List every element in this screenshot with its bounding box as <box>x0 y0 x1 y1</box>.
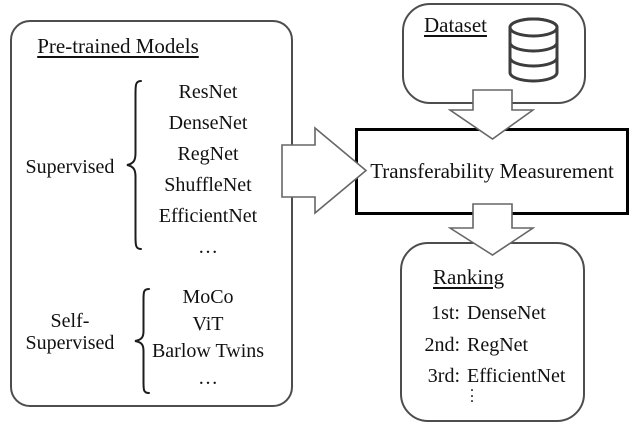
ranking-list: 1st: DenseNet 2nd: RegNet 3rd: Efficient… <box>408 298 580 393</box>
supervised-brace <box>126 80 142 250</box>
ranking-title: Ranking <box>433 265 505 289</box>
pretrained-models-box <box>10 20 293 407</box>
model-item: ResNet <box>178 81 238 103</box>
model-item: DenseNet <box>168 112 248 134</box>
model-list-ellipsis: … <box>198 236 218 258</box>
rank-ordinal: 2nd: <box>424 333 460 356</box>
measurement-title: Transferability Measurement <box>370 159 614 183</box>
arrow-dataset-to-measurement <box>448 89 535 140</box>
self-supervised-brace <box>134 288 150 394</box>
ranking-box <box>400 242 585 422</box>
model-item: ShuffleNet <box>164 174 252 196</box>
supervised-label: Supervised <box>25 156 115 178</box>
model-item: EfficientNet <box>158 205 258 227</box>
supervised-model-list: ResNet DenseNet RegNet ShuffleNet Effici… <box>132 77 284 263</box>
rank-model: EfficientNet <box>467 365 566 387</box>
rank-ordinal: 3rd: <box>427 365 460 387</box>
arrow-models-to-measurement <box>281 126 368 215</box>
database-icon <box>508 17 559 83</box>
ranking-vertical-ellipsis: . . . <box>470 378 474 406</box>
pretrained-models-title: Pre-trained Models <box>37 34 199 58</box>
dataset-title: Dataset <box>424 13 487 37</box>
ranking-item: 3rd: EfficientNet <box>408 361 580 393</box>
rank-ordinal: 1st: <box>431 302 460 324</box>
model-item: RegNet <box>177 143 239 165</box>
model-list-ellipsis: … <box>198 367 218 389</box>
ranking-item: 2nd: RegNet <box>408 330 580 362</box>
self-supervised-model-list: MoCo ViT Barlow Twins … <box>132 284 284 392</box>
arrow-measurement-to-ranking <box>448 203 535 256</box>
rank-model: RegNet <box>467 333 529 356</box>
model-item: MoCo <box>182 286 234 308</box>
self-supervised-label: Self- Supervised <box>25 310 115 354</box>
model-item: Barlow Twins <box>151 340 265 362</box>
ranking-item: 1st: DenseNet <box>408 298 580 330</box>
rank-model: DenseNet <box>467 302 546 324</box>
model-item: ViT <box>192 313 224 335</box>
